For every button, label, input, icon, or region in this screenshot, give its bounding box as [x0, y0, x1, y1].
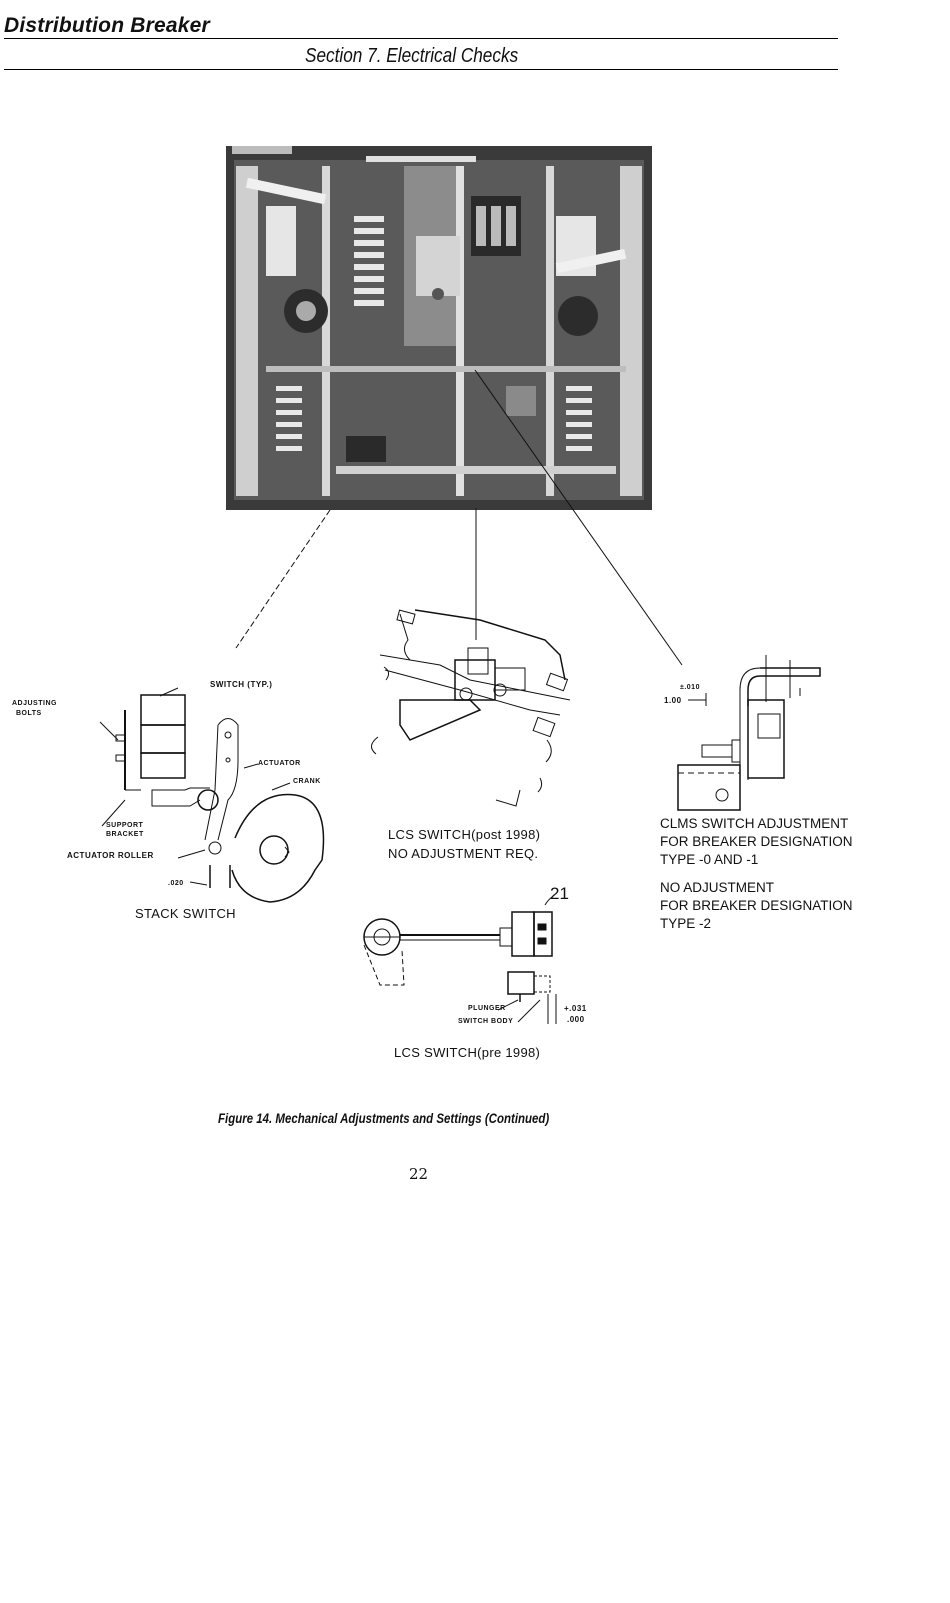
adjusting-bolts-label: ADJUSTING [12, 700, 57, 707]
clms-dim-tolerance: ±.010 [680, 684, 700, 691]
stack-switch-title: STACK SWITCH [135, 906, 236, 921]
switch-body-label: SWITCH BODY [458, 1018, 514, 1025]
switch-label: SWITCH (TYP.) [210, 680, 273, 689]
support-bracket-label: SUPPORT [106, 822, 144, 829]
lcs-pre-ref: 21 [550, 884, 569, 903]
clms-note-line5: FOR BREAKER DESIGNATION [660, 898, 853, 913]
tolerance-minus: .000 [567, 1015, 585, 1024]
section-title: Section 7. Electrical Checks [305, 45, 519, 67]
page-number: 22 [409, 1165, 429, 1183]
plunger-label: PLUNGER [468, 1005, 506, 1012]
lcs-pre-title: LCS SWITCH(pre 1998) [394, 1045, 541, 1060]
tolerance-plus: +.031 [564, 1004, 587, 1013]
section-rule [4, 69, 838, 70]
document-title: Distribution Breaker [4, 14, 210, 37]
clms-note-line4: NO ADJUSTMENT [660, 880, 775, 895]
support-bracket-label-2: BRACKET [106, 831, 144, 838]
clms-dim-value: 1.00 [664, 696, 682, 705]
adjusting-bolts-label-2: BOLTS [16, 710, 42, 717]
actuator-roller-label: ACTUATOR ROLLER [67, 851, 154, 860]
actuator-label: ACTUATOR [258, 760, 301, 767]
breaker-mechanism-photo [226, 146, 652, 510]
lcs-post-title: LCS SWITCH(post 1998) [388, 827, 541, 842]
clms-note-line2: FOR BREAKER DESIGNATION [660, 834, 853, 849]
gap-label: .020 [168, 880, 184, 887]
crank-label: CRANK [293, 778, 321, 785]
clms-note-line1: CLMS SWITCH ADJUSTMENT [660, 816, 849, 831]
header-rule [4, 38, 838, 39]
lcs-post-note: NO ADJUSTMENT REQ. [388, 846, 539, 861]
figure-caption: Figure 14. Mechanical Adjustments and Se… [218, 1110, 550, 1126]
clms-note-line3: TYPE -0 AND -1 [660, 852, 759, 867]
clms-note-line6: TYPE -2 [660, 916, 712, 931]
